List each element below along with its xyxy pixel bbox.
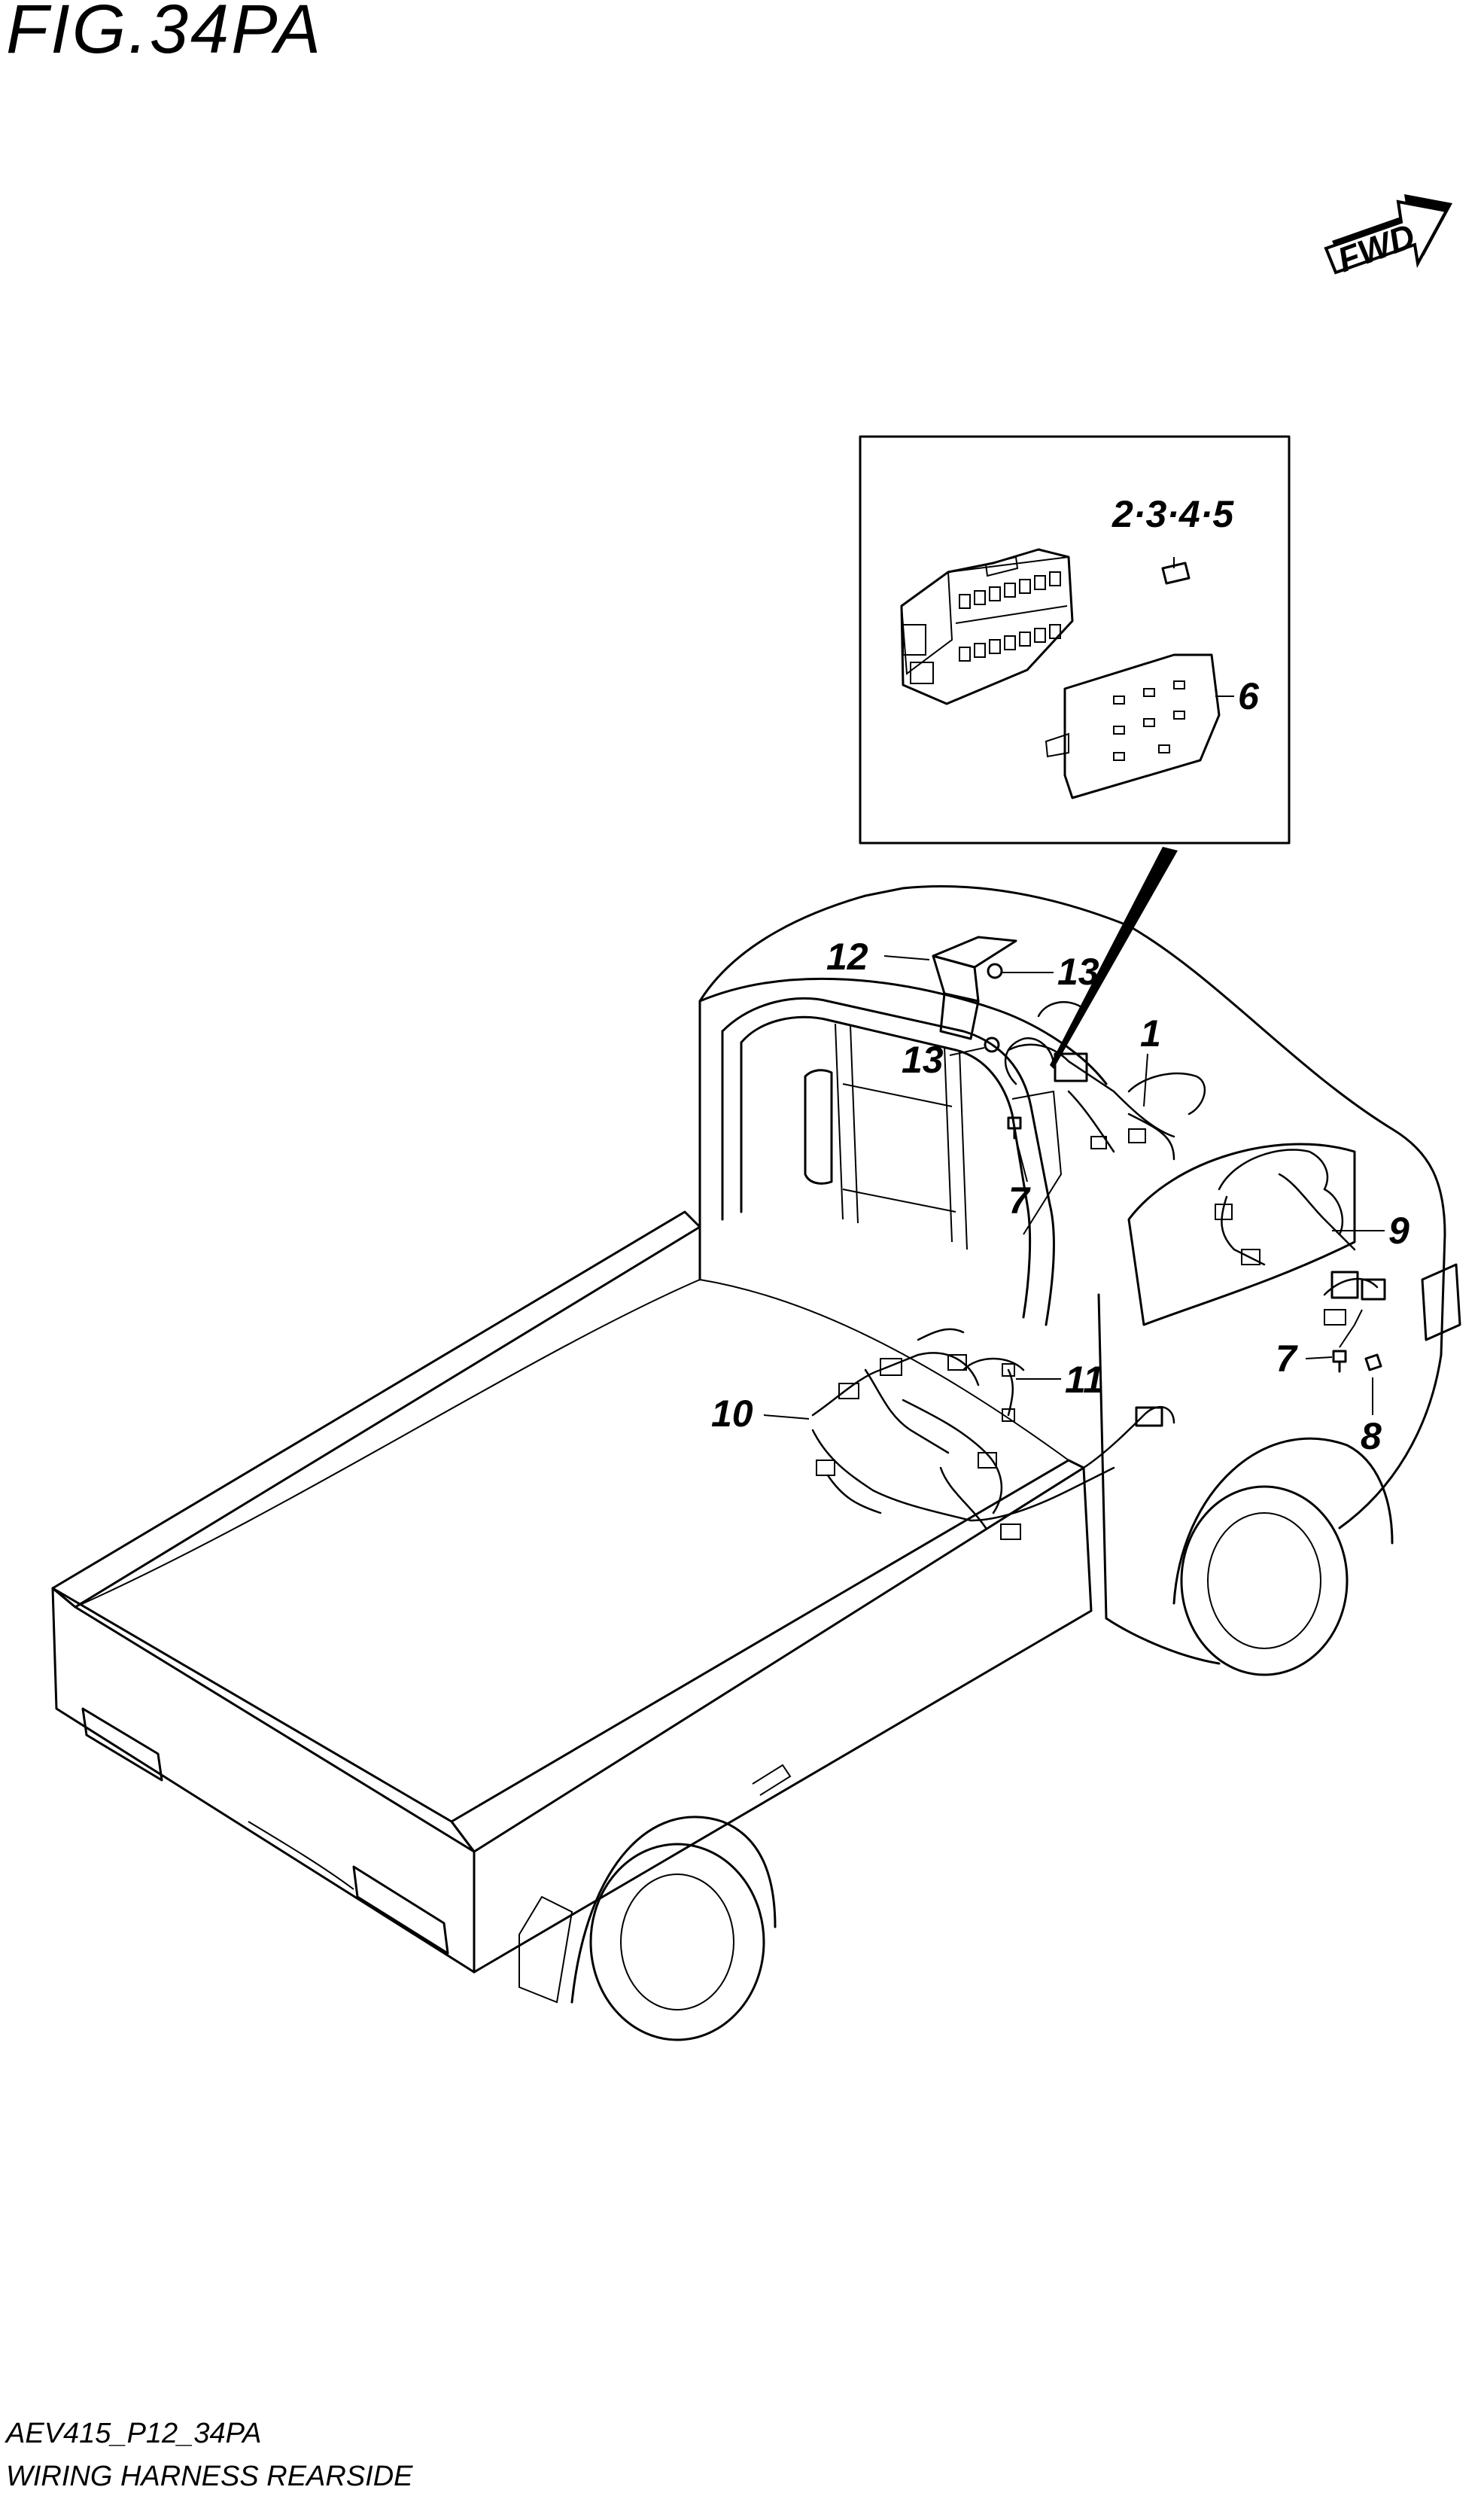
bolt-7a-drawing bbox=[1007, 1116, 1022, 1140]
callout-10: 10 bbox=[711, 1393, 753, 1435]
nut-8-drawing bbox=[1364, 1353, 1382, 1371]
callout-1: 1 bbox=[1140, 1012, 1161, 1055]
rear-wheel-drawing bbox=[589, 1843, 765, 2041]
callout-6: 6 bbox=[1238, 675, 1260, 717]
callout-8: 8 bbox=[1361, 1415, 1382, 1457]
inset-detail-box: 2·3·4·5 6 bbox=[859, 435, 1291, 845]
callout-7a: 7 bbox=[1008, 1179, 1031, 1222]
harness-9-drawing bbox=[1215, 1149, 1386, 1326]
nut-13a-drawing bbox=[987, 963, 1003, 979]
inset-pointer bbox=[1050, 847, 1178, 1069]
callout-9: 9 bbox=[1388, 1210, 1409, 1252]
callout-2-3-4-5: 2·3·4·5 bbox=[1111, 493, 1234, 535]
harness-1-drawing bbox=[1004, 1001, 1206, 1161]
fuse-drawing bbox=[1161, 562, 1191, 585]
callout-13a: 13 bbox=[1057, 951, 1099, 993]
footer-code: AEV415_P12_34PA bbox=[5, 2418, 261, 2449]
figure-title: FIG.34PA bbox=[6, 0, 323, 68]
cover-drawing bbox=[1045, 653, 1221, 799]
nut-13b-drawing bbox=[984, 1036, 1000, 1053]
junction-block-drawing bbox=[900, 548, 1074, 705]
bolt-7b-drawing bbox=[1332, 1350, 1347, 1373]
front-wheel-drawing bbox=[1180, 1485, 1349, 1676]
fwd-arrow-icon: FWD bbox=[1324, 194, 1452, 280]
truck-drawing bbox=[51, 884, 1461, 2041]
callout-7b: 7 bbox=[1276, 1338, 1298, 1380]
callout-11: 11 bbox=[1065, 1359, 1104, 1401]
callout-12: 12 bbox=[826, 936, 868, 978]
footer-title: WIRING HARNESS REARSIDE bbox=[6, 2461, 413, 2492]
harness-10-drawing bbox=[811, 1328, 1115, 1540]
fwd-label: FWD bbox=[1333, 216, 1420, 280]
bracket-12-drawing bbox=[932, 936, 1017, 1040]
harness-11-drawing bbox=[1002, 1363, 1175, 1469]
callout-13b: 13 bbox=[902, 1039, 944, 1081]
